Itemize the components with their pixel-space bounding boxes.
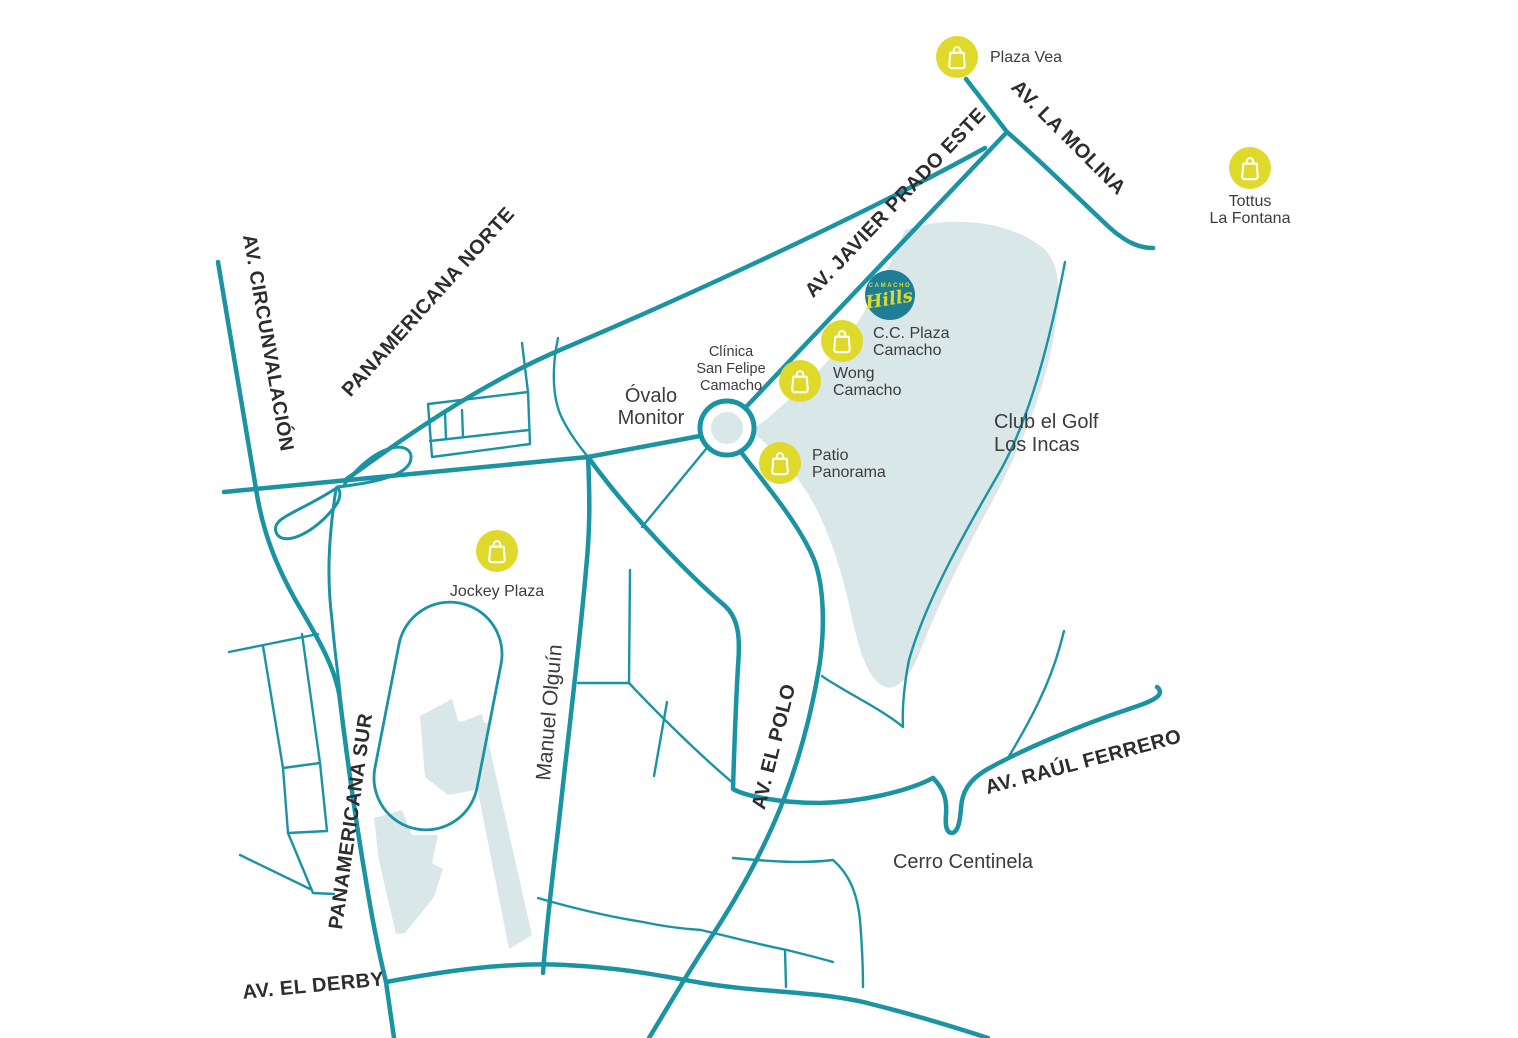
marker-wong-camacho: Wong Camacho	[779, 360, 902, 402]
brand-top-text: CAMACHO	[869, 283, 912, 289]
road-label-panamericana-norte: PANAMERICANA NORTE	[338, 203, 519, 401]
left-blocks-rung2	[286, 829, 329, 835]
brand-badge-camacho-hills: CAMACHO Hills	[863, 270, 915, 320]
poi-markers: Plaza Vea Tottus La Fontana C.C. Plaza C…	[450, 36, 1291, 600]
road-network	[215, 76, 1163, 1038]
golf-course-area	[751, 221, 1059, 688]
interchange-loop-west	[273, 485, 342, 541]
marker-label-wong-1: Wong	[833, 365, 875, 382]
label-clinica-3: Camacho	[700, 378, 762, 394]
street-bottom-a	[731, 856, 865, 989]
road-av-el-derby	[383, 962, 991, 1038]
road-label-manuel-olguin: Manuel Olguín	[532, 643, 567, 781]
ovalo-monitor-roundabout	[697, 398, 757, 458]
marker-patio-panorama: Patio Panorama	[759, 442, 886, 484]
left-blocks-chain2	[300, 632, 329, 833]
road-ferrero-connector	[1006, 629, 1066, 760]
road-panamericana-sur	[336, 689, 397, 1038]
marker-label-cc-1: C.C. Plaza	[873, 325, 950, 342]
block-grid-v1	[443, 410, 448, 441]
left-blocks-rung1	[281, 761, 322, 770]
marker-label-patio-2: Panorama	[812, 464, 886, 481]
block-grid-outline	[426, 390, 532, 459]
road-plaza-vea-spur	[963, 76, 1010, 135]
label-club-golf-1: Club el Golf	[994, 411, 1099, 433]
marker-label-plaza-vea: Plaza Vea	[990, 49, 1062, 66]
interchange-south-link	[327, 487, 342, 695]
street-bottom-b	[536, 896, 835, 964]
west-infield-area	[374, 810, 443, 934]
road-manuel-olguin	[540, 454, 592, 976]
block-grid-v2	[460, 408, 465, 439]
road-diagonal-to-ferrero	[585, 454, 936, 806]
label-ovalo-monitor-2: Monitor	[618, 407, 685, 429]
left-blocks-chain1	[261, 644, 336, 896]
road-av-el-polo	[646, 449, 826, 1038]
road-av-la-molina	[1004, 129, 1156, 251]
label-clinica-1: Clínica	[709, 344, 754, 360]
road-panamericana-norte	[344, 145, 988, 482]
marker-label-jockey: Jockey Plaza	[450, 583, 544, 600]
marker-plaza-vea: Plaza Vea	[936, 36, 1062, 78]
street-short	[652, 700, 669, 778]
street-diagonal	[627, 681, 735, 785]
road-label-la-molina: AV. LA MOLINA	[1007, 76, 1130, 199]
label-cerro-centinela: Cerro Centinela	[893, 851, 1034, 873]
road-label-circunvalacion: AV. CIRCUNVALACIÓN	[238, 232, 300, 453]
road-ovalo-sw-link	[640, 447, 708, 529]
road-north-curve	[552, 336, 590, 459]
interchange-loop-east	[335, 445, 413, 489]
label-clinica-2: San Felipe	[696, 361, 765, 377]
block-grid-spur	[520, 341, 530, 394]
road-golf-edge	[820, 260, 1067, 729]
marker-label-tottus-1: Tottus	[1229, 193, 1272, 210]
marker-tottus-la-fontana: Tottus La Fontana	[1210, 147, 1291, 227]
road-label-raul-ferrero: AV. RAÚL FERRERO	[982, 723, 1183, 798]
road-av-circunvalacion	[215, 259, 342, 696]
road-av-raul-ferrero	[930, 684, 1163, 836]
label-club-golf-2: Los Incas	[994, 434, 1080, 456]
marker-label-patio-1: Patio	[812, 447, 849, 464]
road-label-el-derby: AV. EL DERBY	[242, 968, 386, 1004]
road-av-javier-prado-este	[743, 129, 1010, 410]
street-bottom-c	[783, 948, 788, 989]
street-vertical-630	[627, 568, 632, 684]
brand-circle	[865, 270, 915, 320]
map-areas	[374, 221, 1059, 949]
place-labels: Óvalo Monitor Clínica San Felipe Camacho…	[618, 344, 1099, 873]
label-ovalo-monitor: Óvalo	[625, 384, 677, 407]
marker-label-tottus-2: La Fontana	[1210, 210, 1291, 227]
runway-strip-area	[464, 714, 532, 949]
left-blocks-diag	[238, 853, 312, 891]
marker-jockey-plaza: Jockey Plaza	[450, 530, 544, 600]
racetrack-outline	[372, 600, 504, 832]
road-label-el-polo: AV. EL POLO	[748, 682, 800, 812]
marker-label-cc-2: Camacho	[873, 342, 942, 359]
marker-label-wong-2: Camacho	[833, 382, 902, 399]
marker-cc-plaza-camacho: C.C. Plaza Camacho	[821, 320, 950, 362]
